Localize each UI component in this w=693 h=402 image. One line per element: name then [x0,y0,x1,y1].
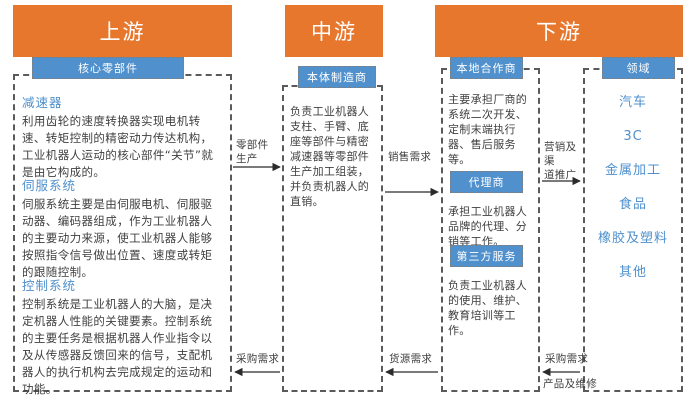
chip-local-partner: 本地合作商 [450,57,523,79]
chip-agent: 代理商 [450,171,523,193]
downstream-agent-body: 承担工业机器人品牌的代理、分销等工作。 [448,205,528,248]
chip-core-parts: 核心零部件 [32,57,184,79]
upstream-section-servo-heading: 伺服系统 [22,178,77,193]
stage-header-upstream-label: 上游 [99,20,146,44]
chip-body-maker: 本体制造商 [298,66,376,88]
upstream-section-control-body: 控制系统是工业机器人的大脑，是决定机器人性能的关键要素。控制系统的主要任务是根据… [22,297,213,396]
upstream-section-control: 控制系统 控制系统是工业机器人的大脑，是决定机器人性能的关键要素。控制系统的主要… [22,276,222,398]
upstream-section-servo: 伺服系统 伺服系统主要是由伺服电机、伺服驱动器、编码器组成，作为工业机器人的主要… [22,176,222,281]
stage-header-downstream: 下游 [435,5,683,57]
flow-label-supply-demand: 货源需求 [389,353,433,365]
domain-list: 汽车 3C 金属加工 食品 橡胶及塑料 其他 [583,95,683,299]
chip-local-partner-label: 本地合作商 [456,62,517,75]
stage-header-midstream: 中游 [285,5,383,57]
chip-body-maker-label: 本体制造商 [307,71,367,84]
flow-label-marketing-channel: 营销及渠 道推广 [544,141,577,181]
domain-item-4: 橡胶及塑料 [597,231,668,246]
domain-item-2: 金属加工 [604,163,661,178]
stage-header-downstream-label: 下游 [536,20,582,44]
stage-header-midstream-label: 中游 [311,20,357,44]
downstream-local-partner-body: 主要承担厂商的系统二次开发、定制末端执行器、售后服务等。 [448,93,528,166]
domain-item-1: 3C [623,129,643,144]
upstream-section-reducer-heading: 减速器 [22,95,63,110]
downstream-third-party-body: 负责工业机器人的使用、维护、教育培训等工作。 [448,279,528,337]
chip-domain: 领域 [602,57,675,79]
flow-label-sales-demand: 销售需求 [388,151,432,163]
flow-label-products-maintenance: 产品及维修 [543,378,597,390]
upstream-section-reducer-body: 利用齿轮的速度转换器实现电机转速、转矩控制的精密动力传达机构，工业机器人运动的核… [22,114,214,179]
flow-label-procurement-demand-left: 采购需求 [236,353,280,365]
upstream-section-servo-body: 伺服系统主要是由伺服电机、伺服驱动器、编码器组成，作为工业机器人的主要动力来源，… [22,197,213,279]
midstream-body: 负责工业机器人支柱、手臂、底座等部件与精密减速器等零部件生产加工组装，并负责机器… [290,105,370,208]
chip-third-party: 第三方服务 [450,245,523,267]
domain-item-3: 食品 [618,197,647,212]
upstream-section-control-heading: 控制系统 [22,278,77,293]
chip-domain-label: 领域 [626,62,651,75]
stage-header-upstream: 上游 [13,5,232,57]
flow-label-procurement-demand-right: 采购需求 [545,353,589,365]
chip-agent-label: 代理商 [468,176,505,189]
upstream-section-reducer: 减速器 利用齿轮的速度转换器实现电机转速、转矩控制的精密动力传达机构，工业机器人… [22,93,222,181]
flow-label-parts-production: 零部件 生产 [236,139,269,165]
chip-third-party-label: 第三方服务 [456,250,517,263]
domain-item-0: 汽车 [618,95,647,110]
domain-item-5: 其他 [618,265,647,280]
chip-core-parts-label: 核心零部件 [78,62,138,75]
